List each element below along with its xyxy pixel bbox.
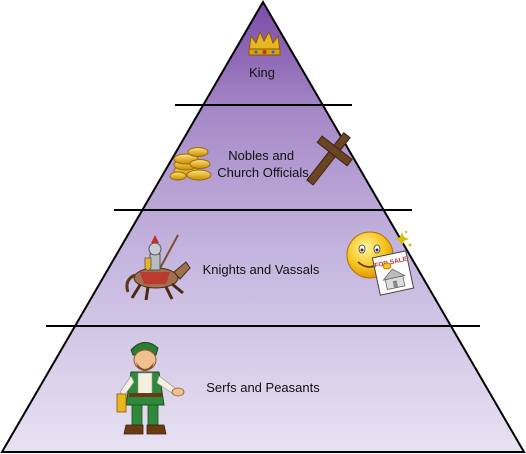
tier-nobles: Nobles and Church Officials bbox=[169, 132, 353, 186]
tier-label-nobles: Nobles and Church Officials bbox=[217, 148, 309, 180]
tier-label-knights: Knights and Vassals bbox=[203, 262, 320, 277]
tier-label-serfs: Serfs and Peasants bbox=[206, 380, 320, 395]
tier-king: King bbox=[248, 30, 281, 80]
gold-coins-icon bbox=[169, 147, 212, 181]
smiley-for-sale-sign-icon: FOR SALE bbox=[346, 230, 415, 296]
tier-knights: Knights and Vassals FOR SALE bbox=[125, 230, 415, 301]
crown-icon bbox=[248, 30, 281, 56]
knight-on-horse-icon bbox=[125, 234, 191, 301]
tier-label-king: King bbox=[249, 65, 275, 80]
tier-serfs: Serfs and Peasants bbox=[116, 342, 320, 435]
cross-icon bbox=[306, 132, 353, 186]
peasant-man-icon bbox=[116, 342, 185, 435]
